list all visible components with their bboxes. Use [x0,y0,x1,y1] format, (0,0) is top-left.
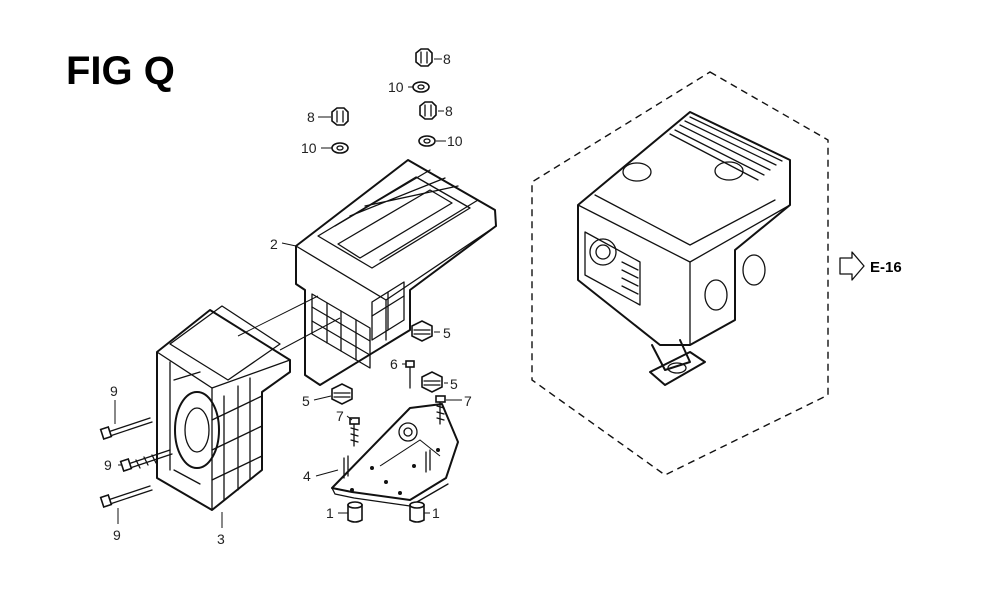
callout-6: 6 [390,356,398,372]
part-10-washer-right [418,135,436,147]
dashed-boundary [531,71,829,476]
part-8-nut-top [415,48,433,67]
plate-center-hole [398,422,418,442]
callout-10: 10 [388,79,404,95]
side-port-2 [742,254,766,286]
callout-5: 5 [450,376,458,392]
intake-port [589,238,617,266]
callout-1: 1 [432,505,440,521]
side-port-1 [704,279,728,311]
part-6-screw [405,360,415,389]
part-7-bolt-left [349,417,360,447]
callout-9: 9 [104,457,112,473]
engine-body [577,111,791,346]
part-4-plate [331,403,459,507]
top-boss-right [714,161,744,181]
callout-9: 9 [110,383,118,399]
part-5-nut-upper [411,320,433,342]
part-7-bolt-right [435,395,446,425]
part-8-nut-right [419,101,437,120]
callout-10: 10 [301,140,317,156]
callout-10: 10 [447,133,463,149]
part-3-adapter [156,295,341,511]
arrow-icon [839,251,865,281]
part-1-cap-right [409,501,425,523]
part-5-nut-right [421,371,443,393]
reference-arrow: E-16 [839,251,902,281]
callout-7: 7 [464,393,472,409]
callout-4: 4 [303,468,311,484]
part-5-nut-left [331,383,353,405]
part-10-washer-top [412,81,430,93]
callout-2: 2 [270,236,278,252]
part-1-cap-left [347,501,363,523]
callout-3: 3 [217,531,225,547]
part-2-insulator [295,159,497,386]
top-boss-left [622,162,652,182]
callout-8: 8 [443,51,451,67]
callout-7: 7 [336,408,344,424]
adapter-bore [174,391,220,469]
figure-title: FIG Q [66,49,175,93]
part-10-washer-left [331,142,349,154]
exhaust-flange [649,351,706,386]
callout-1: 1 [326,505,334,521]
callout-5: 5 [302,393,310,409]
part-9-bolt-bottom [99,485,153,508]
callouts: 8 10 8 8 10 10 2 5 6 5 5 7 7 4 1 1 9 9 9… [104,51,472,547]
reference-label: E-16 [870,259,902,276]
callout-8: 8 [307,109,315,125]
callout-9: 9 [113,527,121,543]
engine-assembly-outline [531,71,829,476]
callout-5: 5 [443,325,451,341]
part-8-nut-left [331,107,349,126]
part-9-bolt-middle [119,449,173,472]
callout-8: 8 [445,103,453,119]
part-9-bolt-top [99,417,153,440]
leader-lines [114,58,462,528]
